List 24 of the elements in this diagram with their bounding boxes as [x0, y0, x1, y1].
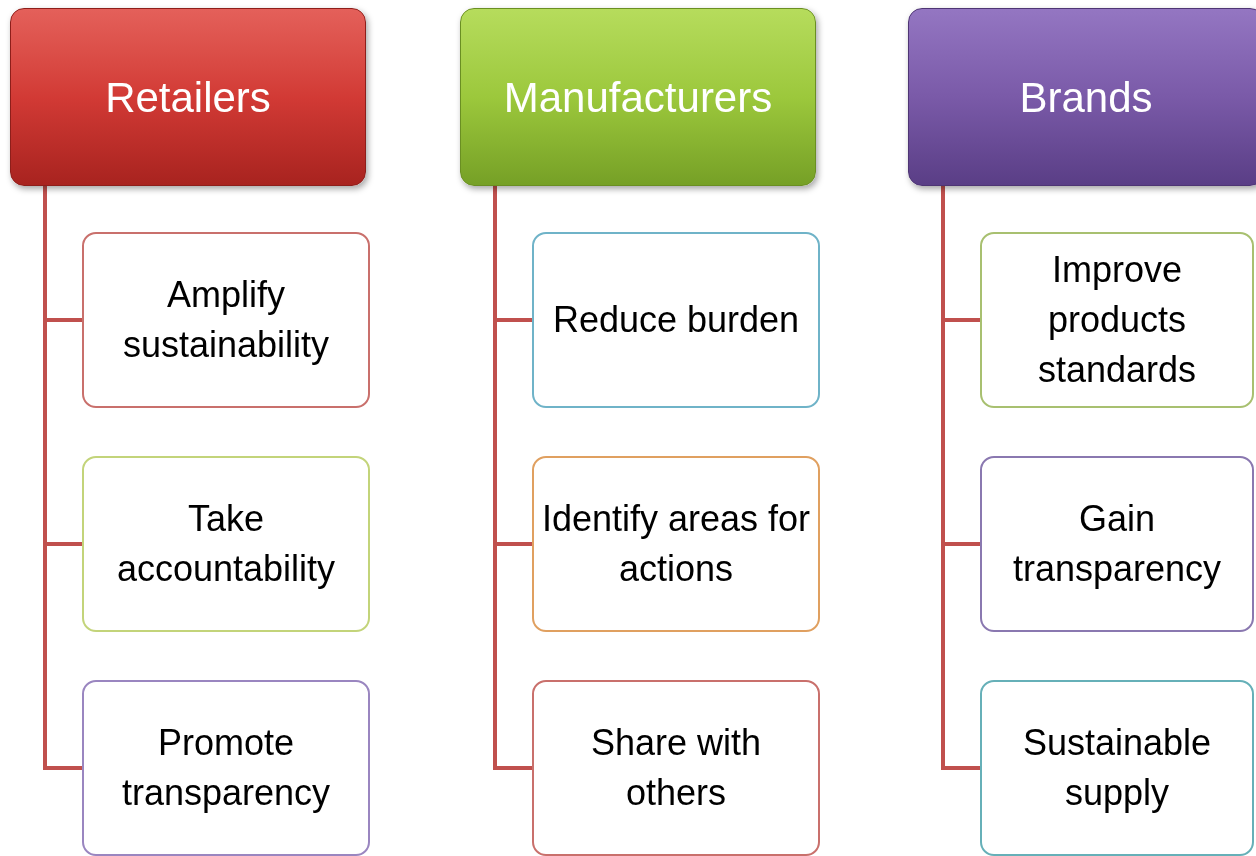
item-text: Gain transparency	[1011, 497, 1223, 591]
item-box	[532, 232, 820, 408]
header-text: Brands	[1019, 72, 1153, 123]
item-box	[82, 680, 370, 856]
item-box	[532, 680, 820, 856]
item-box	[980, 232, 1254, 408]
item-text: Improve products standards	[1036, 248, 1198, 392]
item-text: Sustainable supply	[1021, 721, 1213, 815]
item-text: Take accountability	[115, 497, 337, 591]
item-box	[980, 680, 1254, 856]
item-text: Amplify sustainability	[121, 273, 331, 367]
header-text: Manufacturers	[503, 72, 773, 123]
item-box	[980, 456, 1254, 632]
item-box	[82, 456, 370, 632]
header-text: Retailers	[105, 72, 271, 123]
item-text: Identify areas for actions	[540, 497, 812, 591]
item-text: Share with others	[589, 721, 763, 815]
group-header-box	[460, 8, 816, 186]
group-header-box	[10, 8, 366, 186]
item-text: Promote transparency	[120, 721, 332, 815]
item-box	[532, 456, 820, 632]
item-box	[82, 232, 370, 408]
group-header-box	[908, 8, 1256, 186]
item-text: Reduce burden	[552, 298, 800, 342]
